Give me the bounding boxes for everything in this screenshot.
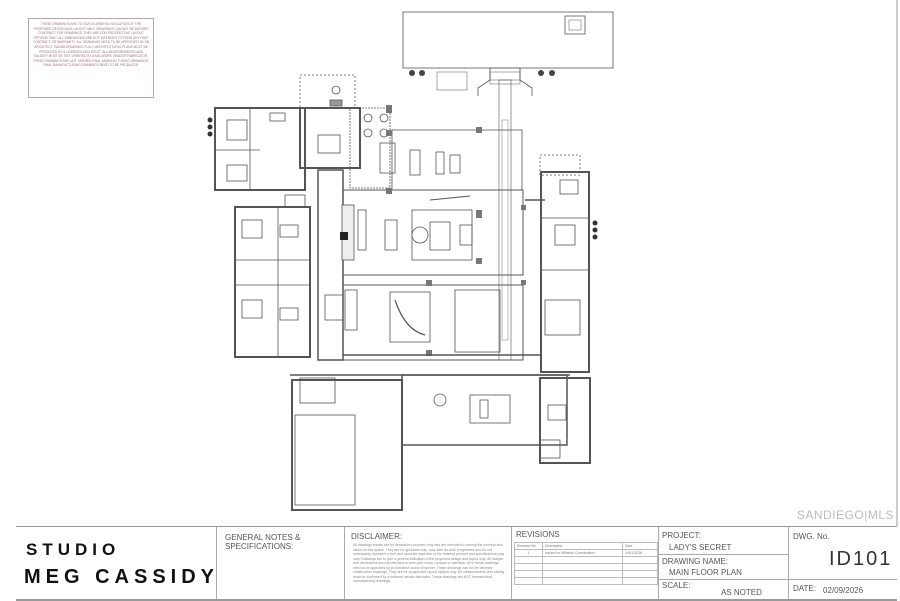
revisions-header-row: Revision No. Description Date <box>514 542 658 550</box>
studio-logo: STUDIO MEG CASSIDY <box>16 527 216 599</box>
drawing-name: MAIN FLOOR PLAN <box>669 568 742 577</box>
disclaimer-label: DISCLAIMER: <box>351 532 403 541</box>
dwg-no: ID101 <box>829 548 893 570</box>
project-label: PROJECT: <box>662 531 701 540</box>
project-cell: PROJECT: LADY'S SECRET DRAWING NAME: MAI… <box>658 527 788 599</box>
disclaimer-cell: DISCLAIMER: All drawings shown are for i… <box>344 527 511 599</box>
lower-wing <box>290 374 591 511</box>
rev-no: 1 <box>514 549 543 557</box>
pool-area <box>402 11 614 361</box>
rev-header-date: Date <box>622 542 658 550</box>
pillars <box>386 105 526 356</box>
left-bedrooms <box>234 194 311 358</box>
rev-date: 04/11/2026 <box>622 549 658 557</box>
date-value: 02/09/2026 <box>823 586 864 595</box>
scale-value: AS NOTED <box>721 588 762 597</box>
date-label: DATE: <box>793 584 816 593</box>
dwg-no-cell: DWG. No. ID101 DATE: 02/09/2026 <box>788 527 897 599</box>
rev-description: Issued for Millwork Coordination <box>542 549 623 557</box>
drawing-name-label: DRAWING NAME: <box>662 557 728 566</box>
left-wing-master-suite <box>207 74 361 191</box>
general-notes-cell: GENERAL NOTES & SPECIFICATIONS: <box>216 527 344 599</box>
general-notes-box: These drawings are to give a general ind… <box>28 18 154 98</box>
disclaimer-text: All drawings shown are for illustrative … <box>353 543 505 583</box>
revisions-cell: REVISIONS Revision No. Description Date … <box>511 527 658 599</box>
rev-header-description: Description <box>542 542 623 550</box>
title-block: STUDIO MEG CASSIDY GENERAL NOTES & SPECI… <box>16 526 897 601</box>
studio-name-line2: MEG CASSIDY <box>24 566 220 588</box>
scale-label: SCALE: <box>662 581 691 590</box>
right-wing <box>539 154 598 373</box>
project-name: LADY'S SECRET <box>669 543 732 552</box>
revisions-label: REVISIONS <box>516 530 560 539</box>
central-core <box>317 105 545 361</box>
revisions-table: Revision No. Description Date 1 Issued f… <box>514 542 658 585</box>
table-row: 1 Issued for Millwork Coordination 04/11… <box>514 549 658 557</box>
general-notes-label: GENERAL NOTES & SPECIFICATIONS: <box>225 533 301 551</box>
floor-plan <box>207 0 898 526</box>
studio-name-line1: STUDIO <box>26 540 121 559</box>
dwg-no-label: DWG. No. <box>793 532 830 541</box>
rev-header-no: Revision No. <box>514 542 543 550</box>
watermark: SANDIEGO|MLS <box>796 508 894 522</box>
